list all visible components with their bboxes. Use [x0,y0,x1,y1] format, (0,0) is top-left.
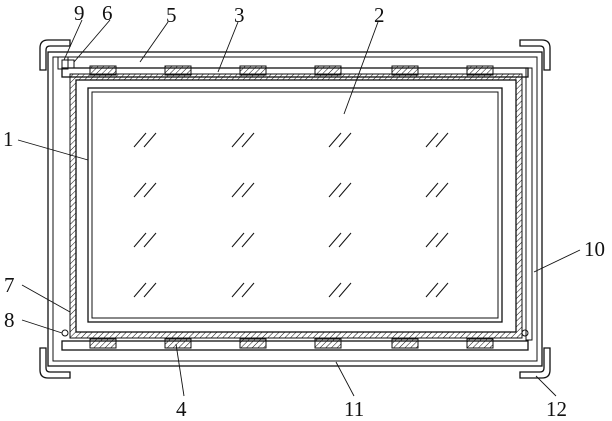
leader-5 [140,22,168,62]
bottom-bar [62,341,528,350]
leader-3 [218,22,238,72]
glass-mark [436,133,448,147]
glass-mark [329,133,341,147]
glass-mark [144,283,156,297]
glass-mark [436,183,448,197]
label-12: 12 [546,397,567,421]
glass-mark [339,233,351,247]
clip [90,66,116,75]
glass-mark [329,183,341,197]
clip [165,66,191,75]
clip [467,66,493,75]
clip [392,66,418,75]
label-2: 2 [374,3,385,27]
glass-mark [242,233,254,247]
glass-mark [329,283,341,297]
corner-bracket-bottom-left [40,348,70,378]
glass-mark [426,283,438,297]
glass-mark [426,233,438,247]
glass-mark [232,283,244,297]
glass-mark [339,283,351,297]
glass-mark [426,133,438,147]
clip [165,339,191,348]
glass-mark [232,133,244,147]
glass-mark [134,283,146,297]
clip [467,339,493,348]
glass-mark [339,183,351,197]
clip [315,66,341,75]
label-8: 8 [4,308,15,332]
side-plate-right [526,68,532,340]
outer-frame [48,52,542,366]
glass-panel [88,88,502,322]
corner-bracket-top-right [520,40,550,70]
glass-mark [144,183,156,197]
glass-marks [134,133,448,297]
label-5: 5 [166,3,177,27]
leader-12 [536,376,556,396]
leader-8 [22,320,62,333]
label-9: 9 [74,1,85,25]
glass-mark [436,283,448,297]
label-3: 3 [234,3,245,27]
glass-mark [242,283,254,297]
label-4: 4 [176,397,187,421]
glass-mark [436,233,448,247]
label-11: 11 [344,397,364,421]
clip [90,339,116,348]
leader-7 [22,285,70,312]
glass-mark [232,183,244,197]
corner-bracket-top-left [40,40,70,70]
clip [240,339,266,348]
leader-4 [176,344,184,396]
spacer-9 [58,57,68,69]
glass-mark [242,183,254,197]
glass-mark [232,233,244,247]
label-7: 7 [4,273,15,297]
hatched-frame-band [70,74,522,338]
clips [90,66,493,348]
inner-chamber [76,80,516,332]
clip [240,66,266,75]
glass-mark [242,133,254,147]
clip [315,339,341,348]
label-10: 10 [584,237,605,261]
leader-10 [534,250,580,272]
outer-frame-inner-edge [53,57,537,361]
glass-mark [134,233,146,247]
glass-mark [134,183,146,197]
label-1: 1 [3,127,14,151]
corner-bracket-bottom-right [520,348,550,378]
glass-mark [144,133,156,147]
pin-left [62,330,68,336]
pin-right [522,330,528,336]
glass-mark [329,233,341,247]
glass-mark [134,133,146,147]
clip [392,339,418,348]
glass-mark [339,133,351,147]
label-6: 6 [102,1,113,25]
glass-mark [426,183,438,197]
glass-mark [144,233,156,247]
leader-11 [336,362,354,396]
